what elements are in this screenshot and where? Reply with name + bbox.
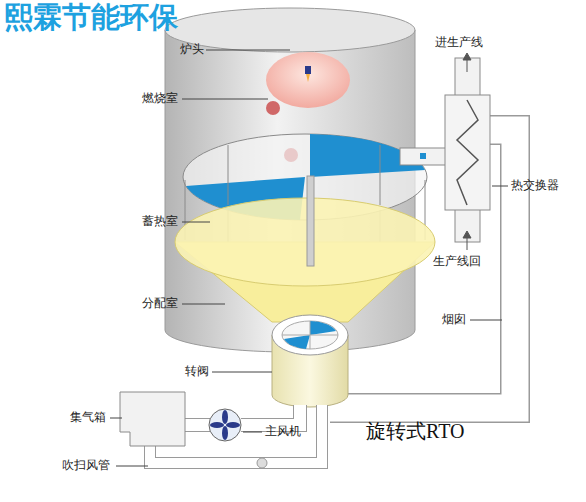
watermark: 熙霖节能环保 bbox=[4, 2, 178, 34]
fan-pipe-inner bbox=[241, 405, 300, 425]
fan-pipe bbox=[241, 405, 300, 425]
heat-exchanger bbox=[445, 95, 490, 210]
fan-symbol bbox=[209, 409, 241, 441]
distribution-top bbox=[175, 198, 435, 286]
flame-symbol bbox=[306, 74, 310, 82]
part-label: 热交换器 bbox=[511, 179, 559, 192]
part-label: 转阀 bbox=[185, 365, 209, 378]
part-label: 吹扫风管 bbox=[62, 459, 110, 472]
box-pipe-inner bbox=[185, 419, 210, 431]
box-pipe bbox=[185, 418, 210, 432]
part-label: 集气箱 bbox=[70, 411, 106, 424]
part-label: 生产线回 bbox=[433, 255, 481, 268]
part-label: 烟囱 bbox=[442, 313, 466, 326]
part-label: 蓄热室 bbox=[142, 215, 178, 228]
part-label: 进生产线 bbox=[435, 36, 483, 49]
valve-sector bbox=[284, 335, 310, 349]
valve-sector bbox=[310, 321, 336, 335]
valve-divider bbox=[310, 321, 311, 349]
shaft bbox=[307, 176, 314, 266]
coil-symbol bbox=[457, 100, 478, 205]
leader-lines bbox=[110, 50, 508, 466]
burner-symbol bbox=[305, 66, 311, 74]
red-ball bbox=[266, 101, 280, 115]
damper-symbol bbox=[420, 153, 426, 159]
combustion-flame bbox=[266, 52, 350, 108]
collector-box bbox=[120, 392, 185, 446]
purge-valve bbox=[257, 458, 267, 468]
valve-top bbox=[272, 315, 348, 355]
pipe bbox=[400, 148, 447, 165]
flow-arrow bbox=[463, 53, 471, 250]
part-label: 燃烧室 bbox=[142, 92, 178, 105]
caption: 旋转式RTO bbox=[366, 420, 464, 442]
part-label: 炉头 bbox=[180, 43, 204, 56]
part-label: 分配室 bbox=[142, 297, 178, 310]
pipe bbox=[455, 208, 480, 242]
valve-inner bbox=[282, 321, 338, 349]
fan-blades bbox=[210, 410, 240, 440]
pipe bbox=[455, 58, 480, 96]
part-label: 主风机 bbox=[265, 425, 301, 438]
